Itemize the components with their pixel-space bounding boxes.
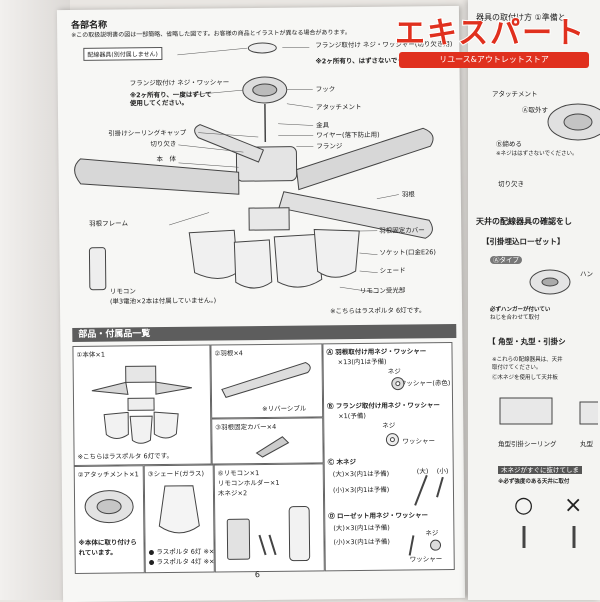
label-ras-note: ※こちらはラスポルタ 6灯です。 [330, 306, 425, 315]
manual-page: 各部名称 ※この取扱説明書の図は一部簡略、省略した図です。お客様の商品とイラスト… [57, 6, 465, 602]
fan-diagram [57, 30, 462, 326]
rp-kineji-note: ※必ず強度のある天井に取付 [498, 478, 569, 486]
rp-shime: Ⓑ締める [496, 140, 522, 148]
remote-illustration [89, 248, 105, 290]
cover-illustration [252, 433, 292, 459]
panel-body-label: ①本体×1 [76, 349, 105, 359]
logo-sub-text: リユース&アウトレットストア [399, 52, 589, 68]
label-shade: シェード [380, 266, 406, 274]
washer-b-icon [382, 430, 402, 450]
label-socket: ソケット(口金E26) [379, 248, 436, 257]
attachment-illustration [81, 480, 138, 531]
rp-kakugata: 【 角型・丸型・引掛シ [488, 338, 566, 346]
label-hook: フック [316, 85, 336, 93]
page-number: 6 [255, 570, 260, 579]
panel-blade: ②羽根×4 ※リバーシブル [210, 343, 323, 418]
ceiling-cap [248, 43, 276, 53]
label-flange-washer-note: ※2ヶ所有り、一度はずして使用してください。 [130, 90, 214, 107]
rp-batsu: × [564, 494, 582, 518]
panel-attachment-note: ※本体に取り付けられています。 [78, 536, 140, 557]
panel-blade-label: ②羽根×4 [214, 347, 243, 357]
label-kanagu: 金具 [316, 121, 329, 129]
panel-screw-b-sub: ×1(予備) [338, 410, 366, 420]
shades [189, 229, 360, 289]
shade-illustration [155, 482, 204, 538]
rp-ceiling-illustration [498, 388, 598, 436]
panel-blade-note: ※リバーシブル [262, 403, 306, 413]
rp-step2: 天井の配線器具の確認をし [476, 218, 572, 226]
label-receiver: リモコン受光部 [360, 286, 406, 294]
rp-maru: ○ [514, 494, 533, 518]
panel-attachment-label: ②アタッチメント×1 [78, 468, 139, 479]
panel-screw-d-b: (小)×3(内1は予備) [333, 536, 389, 547]
rp-attachment: アタッチメント [492, 90, 538, 98]
panel-screw-c-b: (小)×3(内1は予備) [333, 484, 389, 495]
label-hane-kotei: 羽根固定カバー [379, 226, 425, 234]
label-haisen: 配線器具(別付属しません) [83, 47, 162, 61]
label-hane: 羽根 [402, 190, 415, 198]
rp-kakugata-b: 丸型 [580, 440, 593, 448]
label-wire: ワイヤー(落下防止用) [316, 131, 379, 140]
panel-screw-b: Ⓑ フランジ取付け用ネジ・ワッシャー [327, 399, 440, 410]
panel-screw-c: Ⓒ 木ネジ [328, 456, 356, 466]
rp-kakugata-a: 角型引掛シーリング [498, 440, 557, 448]
panel-body: ①本体×1 ※こちらはラスポルタ 6灯です。 [72, 345, 211, 466]
panel-screws: Ⓐ 羽根取付け用ネジ・ワッシャー ×13(内1は予備) ネジ ワッシャー(赤色)… [322, 342, 454, 571]
rp-screws-illustration [504, 524, 600, 550]
label-attachment: アタッチメント [316, 103, 362, 111]
panel-shade-b: ● ラスポルタ 4灯 ※×4 [149, 555, 219, 566]
label-hontai: 本 体 [156, 155, 176, 163]
label-flange: フランジ [316, 142, 342, 150]
rp-a-type: Ⓐタイプ [490, 256, 522, 264]
label-hikikake: 引掛けシーリングキャップ [108, 129, 186, 138]
rp-kakugata-note3: Ⓒ木ネジを使用して天井板 [492, 374, 558, 382]
rp-hanger: ハン [580, 270, 593, 278]
label-flange-washer: フランジ取付け ネジ・ワッシャー [130, 78, 230, 87]
rp-rosette-illustration [526, 262, 576, 302]
manual-page-right: 器具の取付け方 ①準備と アタッチメント Ⓐ取外す Ⓑ締める ※ネジははずさない… [468, 0, 600, 600]
rp-kakugata-note: ※これらの配線器具は、天井 [492, 356, 563, 364]
panel-screw-c-a: (大)×3(内1は予備) [333, 468, 389, 479]
panel-blade-cover: ③羽根固定カバー×4 [211, 417, 323, 464]
panel-screw-d-a: (大)×3(内1は予備) [333, 522, 389, 533]
rp-attachment-illustration [538, 96, 600, 176]
panel-screw-d: Ⓓ ローゼット用ネジ・ワッシャー [328, 509, 428, 520]
rosette-screw-icon [399, 533, 449, 558]
panel-screw-b-washer: ワッシャー [402, 435, 435, 445]
rp-hanger-note: 必ずハンガーが付いてい [490, 306, 550, 314]
label-hane-frame: 羽根フレーム [89, 219, 128, 227]
panel-screw-a-sub: ×13(内1は予備) [338, 356, 387, 367]
panel-blade-cover-label: ③羽根固定カバー×4 [215, 421, 276, 432]
parts-section-title: 部品・付属品一覧 [72, 324, 456, 342]
panel-screw-b-neji: ネジ [382, 420, 395, 430]
panel-remote: ⑥リモコン×1 リモコンホルダー×1 木ネジ×2 [214, 463, 325, 572]
panel-shade: ③シェード(ガラス) ● ラスポルタ 6灯 ※×6 ● ラスポルタ 4灯 ※×4 [144, 465, 215, 574]
store-logo: エキスパート リユース&アウトレットストア [395, 8, 600, 74]
rp-kineji: 木ネジがすぐに抜けてしま [498, 466, 582, 474]
label-kirikaki: 切り欠き [150, 140, 176, 148]
body-illustration [88, 358, 197, 449]
blade-back [195, 124, 264, 163]
remote-set-illustration [223, 504, 320, 567]
panel-remote-label: ⑥リモコン×1 リモコンホルダー×1 木ネジ×2 [218, 467, 280, 498]
label-remocon: リモコン [110, 287, 136, 295]
rp-kirikaki: 切り欠き [498, 180, 524, 188]
panel-shade-label: ③シェード(ガラス) [148, 468, 204, 479]
washer-a-icon [388, 373, 408, 393]
wood-screw-icon [409, 473, 449, 507]
label-remocon-note: (単3電池×2本は付属していません。) [110, 296, 216, 305]
rp-kakugata-note2: 取付けてください。 [492, 364, 541, 372]
panel-attachment: ②アタッチメント×1 ※本体に取り付けられています。 [74, 465, 145, 574]
rp-hikikake: 【引掛埋込ローゼット】 [482, 238, 565, 246]
rp-hanger-note2: ねじを合わせて取付 [490, 314, 540, 322]
blade-illustration [218, 358, 316, 399]
panel-screw-a: Ⓐ 羽根取付け用ネジ・ワッシャー [326, 345, 426, 356]
panel-body-note: ※こちらはラスポルタ 6灯です。 [78, 450, 173, 461]
logo-main-text: エキスパート [395, 8, 586, 52]
